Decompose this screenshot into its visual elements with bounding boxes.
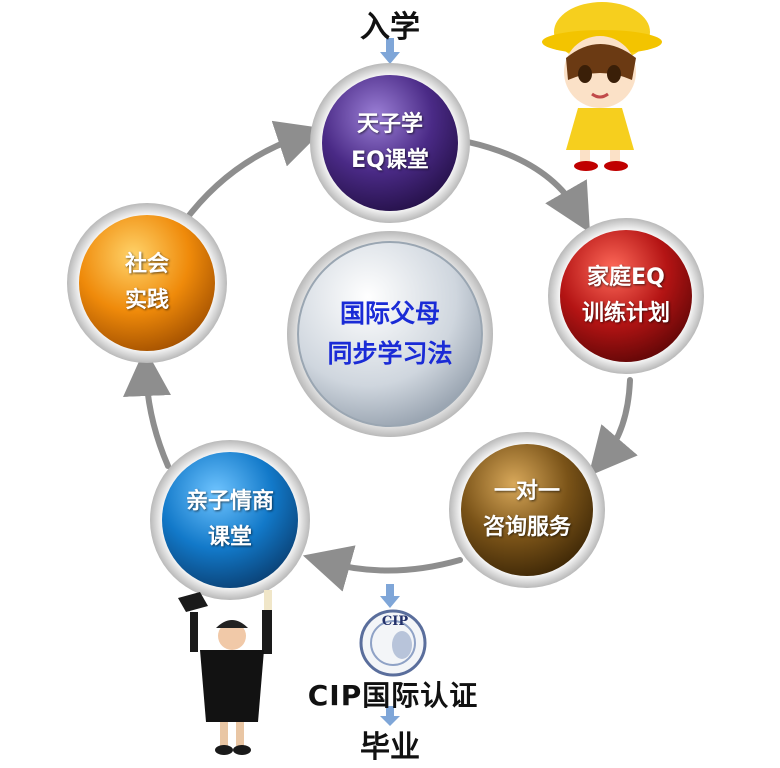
arrow-social-to-tianzixue	[181, 120, 325, 225]
node-family-eq-circle	[548, 218, 704, 374]
cip-logo-text: CIP	[381, 614, 409, 629]
entry-arrow	[380, 38, 400, 64]
arrow-tianzixue-to-family	[465, 139, 591, 233]
arrow-parent-to-social	[123, 348, 171, 469]
graduation-arrow	[380, 706, 400, 726]
arrow-consult-to-parent	[302, 545, 463, 592]
graduate-girl-photo	[178, 590, 272, 755]
cartoon-girl-illustration	[542, 2, 662, 171]
node-tianzixue-circle	[310, 63, 470, 223]
node-parent-child-circle	[150, 440, 310, 600]
node-consult-circle	[449, 432, 605, 588]
center-circle	[287, 231, 493, 437]
arrow-family-to-consult	[588, 377, 638, 477]
certification-arrow	[380, 584, 400, 608]
cip-logo-seal	[359, 609, 427, 677]
node-social-circle	[67, 203, 227, 363]
